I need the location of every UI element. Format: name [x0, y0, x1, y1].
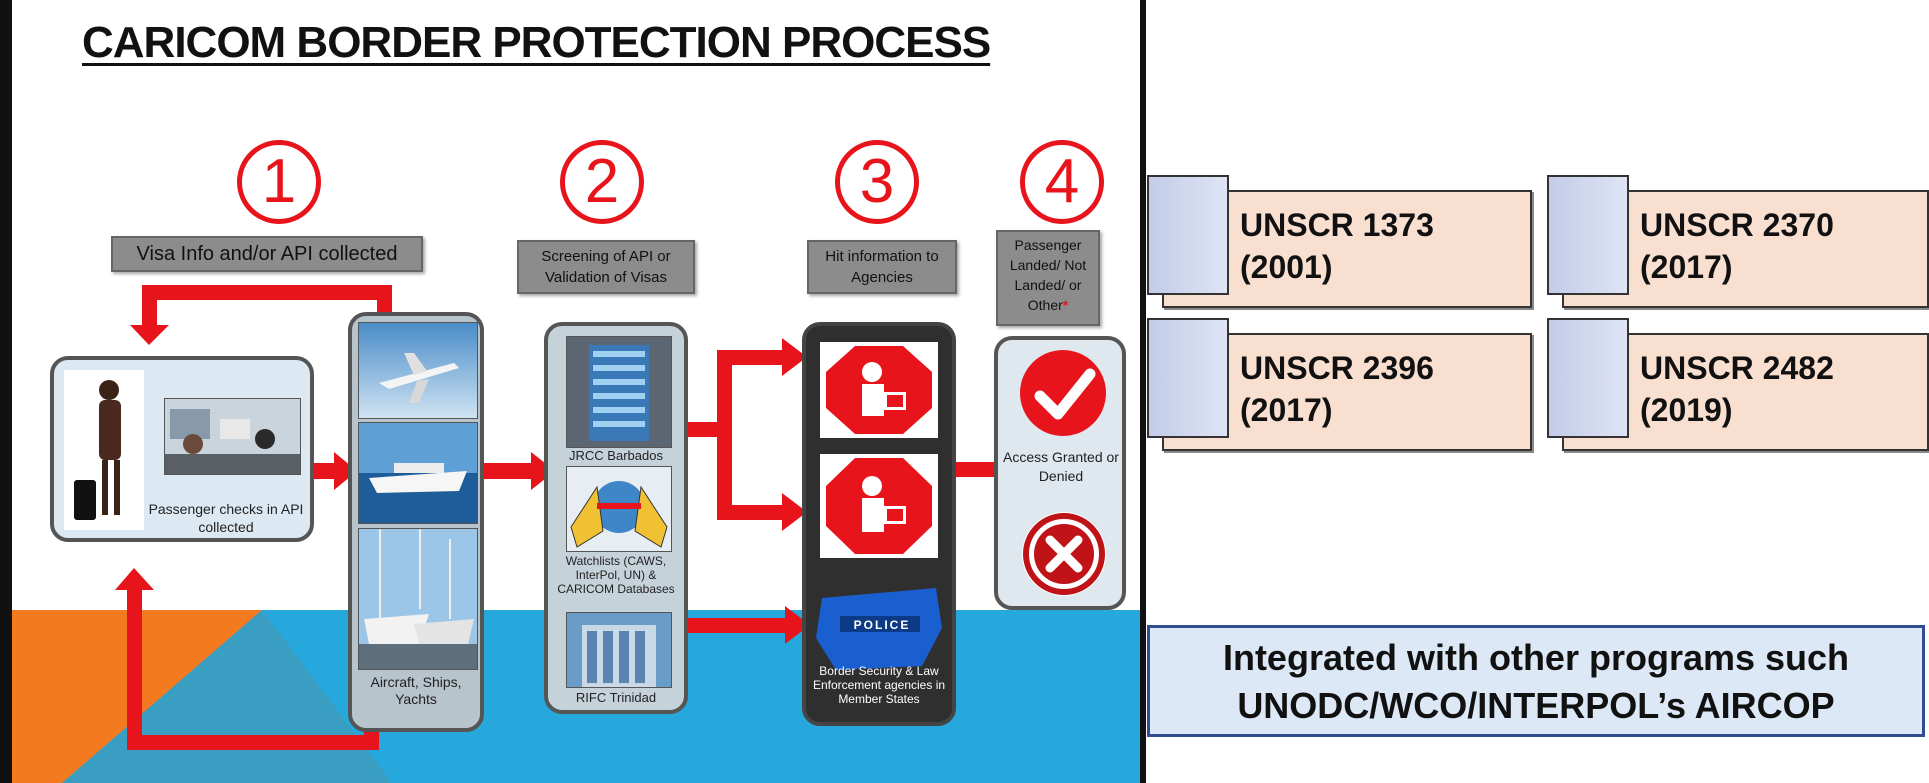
- granted-check-icon: [1020, 350, 1106, 436]
- step-1-number: 1: [237, 140, 321, 224]
- flow-arrows: [115, 285, 1012, 750]
- tile-name: UNSCR 2396 (2017): [1240, 347, 1434, 431]
- resolution-year: (2001): [1240, 249, 1333, 285]
- arrow-screening-split: [680, 422, 725, 437]
- step-4-number: 4: [1020, 140, 1104, 224]
- resolution-name: UNSCR 2396: [1240, 350, 1434, 386]
- arrow-to-hit-2-head: [782, 493, 807, 531]
- arrow-passenger-vehicles-head: [334, 452, 357, 490]
- tile-name: UNSCR 2370 (2017): [1640, 204, 1834, 288]
- arrow-to-hit-1: [717, 350, 787, 365]
- tile-name: UNSCR 1373 (2001): [1240, 204, 1434, 288]
- yachts-photo: [358, 528, 478, 670]
- step-4-label: Passenger Landed/ Not Landed/ or Other*: [996, 230, 1100, 326]
- agencies-caption: Border Security & Law Enforcement agenci…: [812, 664, 946, 706]
- resolution-year: (2017): [1240, 392, 1333, 428]
- resolution-name: UNSCR 1373: [1240, 207, 1434, 243]
- arrow-vehicles-screening-head: [531, 452, 555, 490]
- tile-name: UNSCR 2482 (2019): [1640, 347, 1834, 431]
- rifc-caption: RIFC Trinidad: [575, 690, 657, 705]
- tile-tab: [1547, 318, 1629, 438]
- rifc-building-photo: [566, 612, 672, 688]
- step-4-label-text: Passenger Landed/ Not Landed/ or Other: [1009, 237, 1087, 313]
- police-badge-label: POLICE: [853, 618, 911, 632]
- arrow-bottom-left-head: [115, 568, 154, 590]
- jrcc-caption: JRCC Barbados: [569, 448, 663, 463]
- checkin-desk-photo: [164, 398, 301, 475]
- hit-alert-1-icon: [820, 342, 938, 438]
- jrcc-building-photo: [566, 336, 672, 448]
- arrow-top-horizontal: [142, 285, 392, 300]
- hit-alert-2-icon: [820, 454, 938, 558]
- arrow-top-left-head: [130, 325, 169, 345]
- step-2-number: 2: [560, 140, 644, 224]
- arrow-rifc-police-head: [785, 606, 810, 644]
- resolution-year: (2017): [1640, 249, 1733, 285]
- step-4-asterisk: *: [1062, 297, 1069, 313]
- arrow-bottom-left-up: [127, 585, 142, 750]
- step-3-label: Hit information to Agencies: [807, 240, 957, 294]
- watchlists-photo: [566, 466, 672, 552]
- arrow-rifc-police: [680, 618, 790, 633]
- agencies-panel: POLICE Border Security & Law Enforcement…: [802, 322, 956, 726]
- page-title: CARICOM BORDER PROTECTION PROCESS: [82, 18, 991, 67]
- passenger-photo: [64, 370, 144, 530]
- arrow-top-left-down: [142, 285, 157, 330]
- step-2-label: Screening of API or Validation of Visas: [517, 240, 695, 294]
- arrow-to-hit-2: [717, 505, 787, 520]
- police-badge-icon: [816, 588, 942, 670]
- tile-tab: [1147, 318, 1229, 438]
- step-1-label: Visa Info and/or API collected: [111, 236, 423, 272]
- step-3-number: 3: [835, 140, 919, 224]
- tile-tab: [1147, 175, 1229, 295]
- access-panel: Access Granted or Denied: [994, 336, 1126, 610]
- watchlists-caption: Watchlists (CAWS, InterPol, UN) & CARICO…: [557, 554, 675, 596]
- resolution-year: (2019): [1640, 392, 1733, 428]
- denied-x-icon: [1022, 512, 1106, 596]
- border-process-diagram: CARICOM BORDER PROTECTION PROCESS 1 2 3 …: [0, 0, 1146, 783]
- arrow-to-hit-1-head: [782, 338, 807, 376]
- access-caption: Access Granted or Denied: [1003, 449, 1119, 484]
- arrow-vehicles-screening: [484, 463, 534, 479]
- screening-panel: JRCC Barbados Watchlists (CAWS, InterPol…: [544, 322, 688, 714]
- tile-tab: [1547, 175, 1629, 295]
- passenger-panel: Passenger checks in API collected: [50, 356, 314, 542]
- resolution-name: UNSCR 2370: [1640, 207, 1834, 243]
- integrated-programs-box: Integrated with other programs such UNOD…: [1147, 625, 1925, 737]
- arrow-split-vertical: [717, 350, 732, 520]
- vehicles-caption: Aircraft, Ships, Yachts: [370, 674, 462, 707]
- cruise-ship-photo: [358, 422, 478, 524]
- aircraft-photo: [358, 322, 478, 419]
- arrow-group: [115, 285, 1012, 750]
- arrow-bottom-horizontal: [127, 735, 377, 750]
- vehicles-panel: Aircraft, Ships, Yachts: [348, 312, 484, 732]
- passenger-caption: Passenger checks in API collected: [148, 501, 304, 535]
- resolution-name: UNSCR 2482: [1640, 350, 1834, 386]
